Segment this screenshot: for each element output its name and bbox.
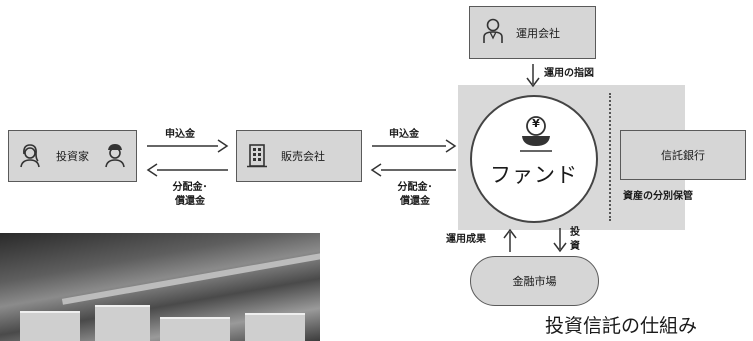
- market-box: 金融市場: [470, 256, 599, 306]
- market-label: 金融市場: [512, 275, 557, 288]
- distribution-label-2-line1: 分配金･: [397, 182, 433, 193]
- distribution-label-1-line1: 分配金･: [172, 182, 208, 193]
- distribution-label-2: 分配金･ 償還金: [385, 181, 445, 209]
- investment-results-label: 運用成果: [446, 234, 486, 245]
- subscription-label-2: 申込金: [389, 129, 419, 140]
- photo-building: [245, 313, 305, 341]
- distribution-label-1: 分配金･ 償還金: [160, 181, 220, 209]
- invest-label-line1: 投: [570, 227, 580, 238]
- building-icon: [247, 142, 267, 171]
- yen-symbol: ¥: [532, 117, 540, 130]
- fund-area-divider: [609, 93, 611, 221]
- instruction-label: 運用の指図: [544, 68, 594, 79]
- trust-bank-box: 信託銀行: [620, 130, 746, 180]
- investor-box: 投資家: [8, 130, 137, 182]
- yen-pot-icon: ¥: [516, 115, 556, 153]
- unyou-company-box: 運用会社: [469, 6, 596, 59]
- fund-circle: ¥ ファンド: [470, 95, 598, 223]
- sales-company-box: 販売会社: [236, 130, 362, 182]
- person-icon: [482, 18, 504, 47]
- invest-label-line2: 資: [570, 241, 580, 252]
- sales-company-label: 販売会社: [281, 150, 325, 163]
- man-icon: [104, 142, 126, 171]
- diagram-caption: 投資信託の仕組み: [545, 315, 698, 337]
- aerial-photo: [0, 233, 320, 341]
- photo-building: [160, 317, 230, 341]
- distribution-label-1-line2: 償還金: [175, 196, 205, 207]
- photo-road: [61, 243, 320, 305]
- distribution-label-2-line2: 償還金: [400, 196, 430, 207]
- investor-label: 投資家: [56, 150, 89, 163]
- trust-bank-label: 信託銀行: [661, 149, 705, 162]
- photo-building: [20, 311, 80, 341]
- invest-label: 投 資: [570, 226, 582, 254]
- subscription-label-1: 申込金: [165, 129, 195, 140]
- photo-building: [95, 305, 150, 341]
- segregated-custody-label: 資産の分別保管: [623, 191, 693, 202]
- fund-label: ファンド: [490, 163, 578, 187]
- woman-icon: [19, 142, 41, 171]
- unyou-company-label: 運用会社: [516, 26, 560, 40]
